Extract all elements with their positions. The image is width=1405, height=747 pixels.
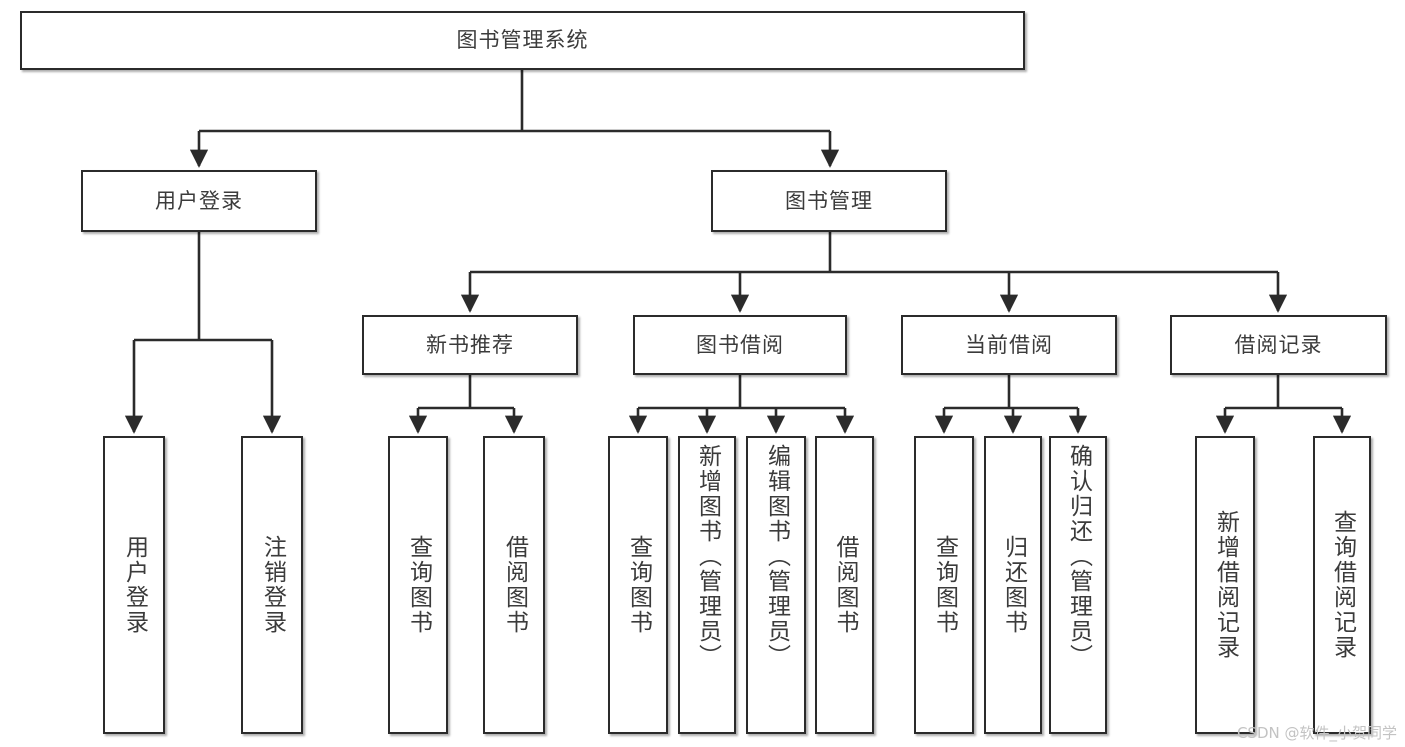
watermark-text: CSDN @软件_小贺同学 (1236, 724, 1397, 742)
leaf-new-book-query[interactable]: 查询图书 (388, 436, 448, 734)
leaf-book-borrow-borrow[interactable]: 借阅图书 (815, 436, 874, 734)
leaf-label: 用户登录 (121, 535, 148, 635)
node-book-management-label: 图书管理 (785, 188, 873, 213)
leaf-label: 查询借阅记录 (1329, 510, 1356, 660)
node-root-label: 图书管理系统 (456, 28, 589, 53)
leaf-label: 借阅图书 (832, 535, 858, 635)
leaf-borrow-record-add[interactable]: 新增借阅记录 (1195, 436, 1255, 734)
node-new-book-recommend[interactable]: 新书推荐 (362, 315, 578, 375)
node-borrow-record[interactable]: 借阅记录 (1170, 315, 1387, 375)
leaf-label: 确认归还（管理员） (1065, 444, 1092, 669)
leaf-label: 编辑图书（管理员） (763, 444, 790, 669)
leaf-label: 新增借阅记录 (1212, 510, 1239, 660)
leaf-new-book-borrow[interactable]: 借阅图书 (483, 436, 545, 734)
node-user-login[interactable]: 用户登录 (81, 170, 317, 232)
leaf-user-login-login[interactable]: 用户登录 (103, 436, 165, 734)
leaf-label: 归还图书 (1000, 535, 1027, 635)
leaf-current-borrow-query[interactable]: 查询图书 (914, 436, 974, 734)
node-book-management[interactable]: 图书管理 (711, 170, 947, 232)
leaf-current-borrow-confirm-return[interactable]: 确认归还（管理员） (1049, 436, 1107, 734)
leaf-current-borrow-return[interactable]: 归还图书 (984, 436, 1042, 734)
leaf-label: 查询图书 (931, 535, 958, 635)
node-current-borrow-label: 当前借阅 (965, 332, 1053, 357)
node-current-borrow[interactable]: 当前借阅 (901, 315, 1117, 375)
leaf-book-borrow-add[interactable]: 新增图书（管理员） (678, 436, 736, 734)
node-book-borrow[interactable]: 图书借阅 (633, 315, 847, 375)
node-book-borrow-label: 图书借阅 (696, 332, 784, 357)
leaf-label: 注销登录 (259, 535, 286, 635)
leaf-label: 查询图书 (625, 535, 652, 635)
node-root[interactable]: 图书管理系统 (20, 11, 1025, 70)
leaf-user-login-logout[interactable]: 注销登录 (241, 436, 303, 734)
node-borrow-record-label: 借阅记录 (1234, 332, 1323, 357)
node-new-book-recommend-label: 新书推荐 (426, 332, 514, 357)
leaf-book-borrow-query[interactable]: 查询图书 (608, 436, 668, 734)
leaf-book-borrow-edit[interactable]: 编辑图书（管理员） (746, 436, 806, 734)
leaf-label: 新增图书（管理员） (694, 444, 721, 669)
leaf-label: 借阅图书 (501, 535, 528, 635)
leaf-label: 查询图书 (405, 535, 432, 635)
node-user-login-label: 用户登录 (155, 188, 243, 213)
leaf-borrow-record-query[interactable]: 查询借阅记录 (1313, 436, 1371, 734)
